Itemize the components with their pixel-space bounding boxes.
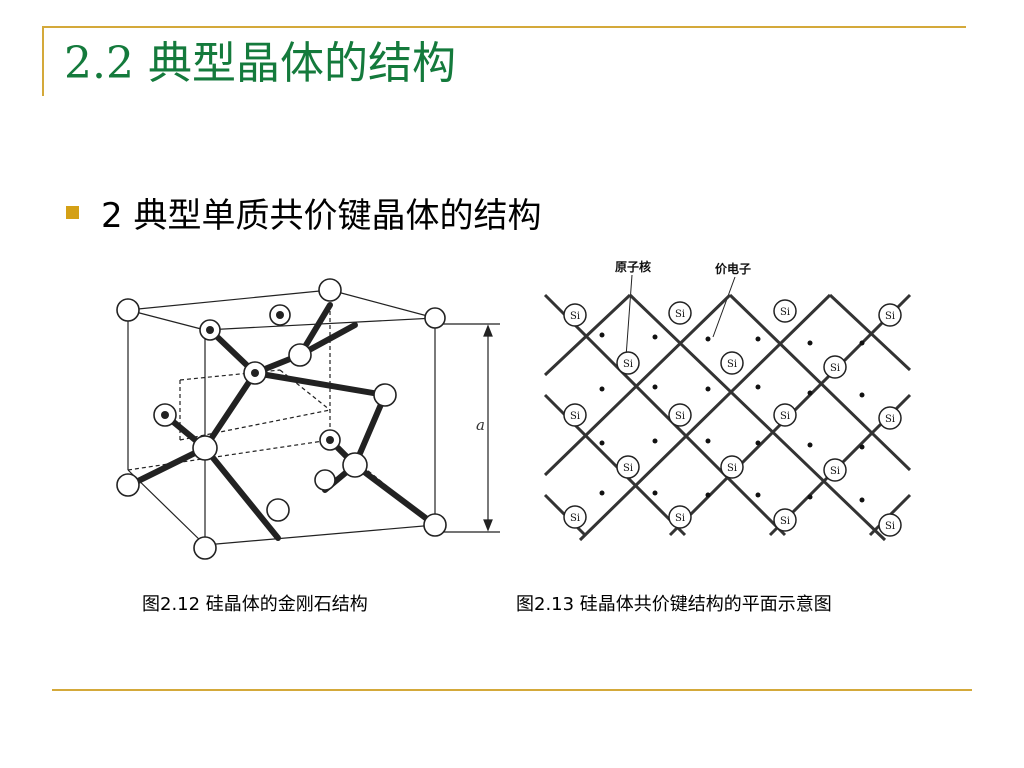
atom-label: Si [675,411,685,422]
atom-label: Si [885,311,895,322]
atom-label: Si [570,513,580,524]
bottom-divider [52,689,972,691]
atom-label: Si [623,359,633,370]
atom-label: Si [623,463,633,474]
covalent-bond-lattice-figure: 原子核 价电子 Si Si Si Si Si Si Si Si Si Si [543,259,912,542]
atom-label: Si [675,513,685,524]
atom-label: Si [727,359,737,370]
valence-electron-label: 价电子 [715,261,751,276]
atom-label: Si [780,516,790,527]
atom-label: Si [830,363,840,374]
atom-label: Si [570,411,580,422]
atom-label: Si [885,521,895,532]
atom-label: Si [727,463,737,474]
slide-title: 2.2 典型晶体的结构 [64,38,456,89]
atom-label: Si [780,307,790,318]
atom-label: Si [830,466,840,477]
diamond-structure-figure: a [116,278,500,560]
figure-2-13-caption: 图2.13 硅晶体共价键结构的平面示意图 [516,594,832,615]
title-accent-bar [42,26,44,96]
lattice-constant-label: a [476,416,485,434]
atom-label: Si [885,414,895,425]
atom-label: Si [570,311,580,322]
figure-2-12-caption: 图2.12 硅晶体的金刚石结构 [142,594,368,615]
atom-label: Si [675,309,685,320]
nucleus-label: 原子核 [615,259,651,274]
top-divider [42,26,966,28]
bullet-text: 2 典型单质共价键晶体的结构 [101,195,542,236]
bullet-item: 2 典型单质共价键晶体的结构 [66,190,542,236]
square-bullet-icon [66,205,79,219]
atom-label: Si [780,411,790,422]
